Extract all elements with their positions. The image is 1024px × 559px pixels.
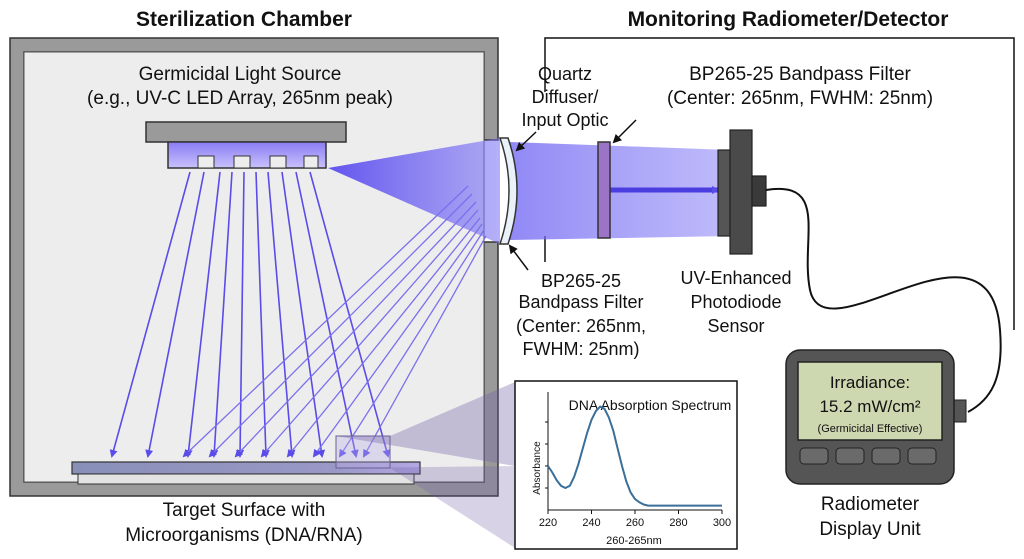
filter-pointer-bottom (508, 244, 529, 271)
zoom-connector-top (336, 382, 515, 466)
diffuser-pointer (515, 131, 537, 152)
irradiance-label: Irradiance: (830, 373, 910, 392)
radiometer-button-3 (871, 447, 901, 465)
target-surface (71, 461, 421, 485)
inset-ylabel: Absorbance (532, 441, 543, 495)
light-source (145, 121, 347, 169)
filter-detail-top: (Center: 265nm, FWHM: 25nm) (667, 88, 933, 109)
sensor-cable (765, 187, 1002, 413)
inset-x-tick-label: 240 (582, 517, 600, 529)
chamber-heading: Sterilization Chamber (136, 8, 352, 31)
diffuser-label-2: Diffuser/ (532, 87, 599, 107)
inset-title: DNA Absorption Spectrum (569, 397, 732, 413)
filter-label-bottom-4: FWHM: 25nm) (523, 339, 640, 359)
radiometer-button-2 (835, 447, 865, 465)
irradiance-value: 15.2 mW/cm² (819, 397, 920, 416)
diffuse-uv-rays (182, 185, 487, 458)
inset-frame (514, 380, 738, 550)
diffuser-label-1: Quartz (538, 64, 592, 84)
radiometer-button-1 (799, 447, 829, 465)
filter-label-bottom-1: BP265-25 (541, 271, 621, 291)
display-unit-label-2: Display Unit (819, 519, 921, 540)
light-source-label: Germicidal Light Source (139, 64, 342, 85)
inset-xlabel: 260-265nm (606, 535, 662, 547)
filter-label-top: BP265-25 Bandpass Filter (689, 64, 911, 85)
radiometer-heading: Monitoring Radiometer/Detector (628, 8, 949, 31)
target-detail: Microorganisms (DNA/RNA) (125, 525, 363, 546)
radiometer-lcd-screen (797, 361, 943, 441)
diffuser-label-3: Input Optic (521, 110, 608, 130)
radiometer-display-unit (785, 349, 967, 485)
zoom-connector-bottom (336, 466, 515, 548)
filter-pointer-top (612, 119, 637, 144)
inset-x-tick-label: 220 (539, 517, 557, 529)
filter-label-bottom-3: (Center: 265nm, (516, 316, 646, 336)
dna-absorption-inset: DNA Absorption Spectrum Absorbance 260-2… (514, 380, 738, 550)
bandpass-filter (597, 141, 611, 239)
inset-x-tick-label: 300 (713, 517, 731, 529)
quartz-diffuser (498, 137, 518, 245)
irradiance-note: (Germicidal Effective) (818, 423, 923, 435)
dna-absorption-curve (547, 405, 722, 507)
target-label: Target Surface with (163, 500, 326, 521)
inset-x-tick-label: 280 (669, 517, 687, 529)
light-source-detail: (e.g., UV-C LED Array, 265nm peak) (87, 88, 393, 109)
radiometer-enclosure-outline (544, 37, 1015, 330)
photodiode-sensor (717, 129, 767, 255)
radiometer-button-4 (907, 447, 937, 465)
sensor-label-2: Photodiode (690, 292, 781, 312)
beam-to-diffuser (328, 138, 500, 244)
display-unit-label-1: Radiometer (821, 494, 920, 515)
sensor-label-1: UV-Enhanced (680, 268, 791, 288)
sensor-label-3: Sensor (707, 316, 764, 336)
zoom-region (335, 435, 391, 469)
filter-label-bottom-2: Bandpass Filter (518, 292, 643, 312)
direct-uv-rays (109, 171, 391, 458)
inset-x-tick-label: 260 (626, 517, 644, 529)
